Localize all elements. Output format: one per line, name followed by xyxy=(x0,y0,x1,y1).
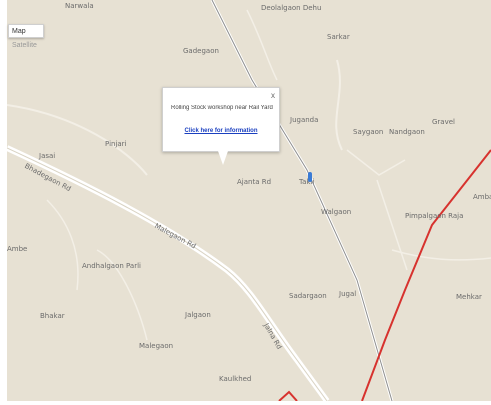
minor-road xyxy=(346,149,406,176)
map-type-button[interactable]: Map Satellite xyxy=(8,24,44,49)
map-label: Ambe xyxy=(7,245,28,253)
info-window-description: Rolling Stock workshop near Rail Yard xyxy=(171,105,273,111)
minor-road xyxy=(246,9,278,81)
minor-road xyxy=(7,104,148,176)
map-label: Jalgaon xyxy=(185,311,211,319)
map-label: Mehkar xyxy=(456,293,482,301)
railway-line xyxy=(211,0,393,401)
map-type-sub-label: Satellite xyxy=(12,42,37,49)
map-label: Gadegaon xyxy=(183,47,219,55)
more-info-link[interactable]: Click here for information xyxy=(184,128,258,134)
close-icon[interactable]: x xyxy=(271,91,275,100)
map-label: Ajanta Rd xyxy=(237,178,272,186)
map-label: Gravel xyxy=(432,118,455,126)
map-label: Malegaon xyxy=(139,342,174,350)
map-label: Saygaon xyxy=(353,128,384,136)
boundary-line xyxy=(361,149,491,401)
minor-road xyxy=(46,199,79,291)
map-label: Narwala xyxy=(65,2,94,10)
railway-road xyxy=(210,0,394,401)
map-label: Sarkar xyxy=(327,33,350,41)
map-label: Walgaon xyxy=(321,208,352,216)
map-label: Jugal xyxy=(339,290,357,298)
map-label: Juganda xyxy=(290,116,319,124)
map-label: Kaulkhed xyxy=(219,375,252,383)
minor-road xyxy=(391,249,491,261)
map-label: Deolalgaon Dehu xyxy=(261,4,322,12)
minor-road xyxy=(96,249,148,341)
map-label: Bhakar xyxy=(40,312,65,320)
map-label: Sadargaon xyxy=(289,292,327,300)
map-label: Pinjari xyxy=(105,140,127,148)
map-label: Pimpalgaon Raja xyxy=(405,212,464,220)
map-label: Takli xyxy=(299,178,315,186)
map-label: Jasai xyxy=(39,152,56,160)
map-type-label: Map xyxy=(12,28,26,35)
map-label: Ambad xyxy=(473,193,491,201)
minor-road xyxy=(376,179,408,271)
map-roads-layer xyxy=(7,0,491,401)
map-canvas[interactable]: Narwala Deolalgaon Dehu Sarkar Gadegaon … xyxy=(7,0,491,401)
minor-road xyxy=(335,59,343,151)
highway-road-edge xyxy=(7,147,328,401)
station-marker-icon[interactable] xyxy=(308,172,312,182)
map-label: Nandgaon xyxy=(389,128,425,136)
boundary-line xyxy=(278,390,298,401)
map-label: Andhalgaon Parli xyxy=(82,262,141,270)
info-window-pointer xyxy=(218,151,228,165)
info-window: x Rolling Stock workshop near Rail Yard … xyxy=(162,87,280,152)
